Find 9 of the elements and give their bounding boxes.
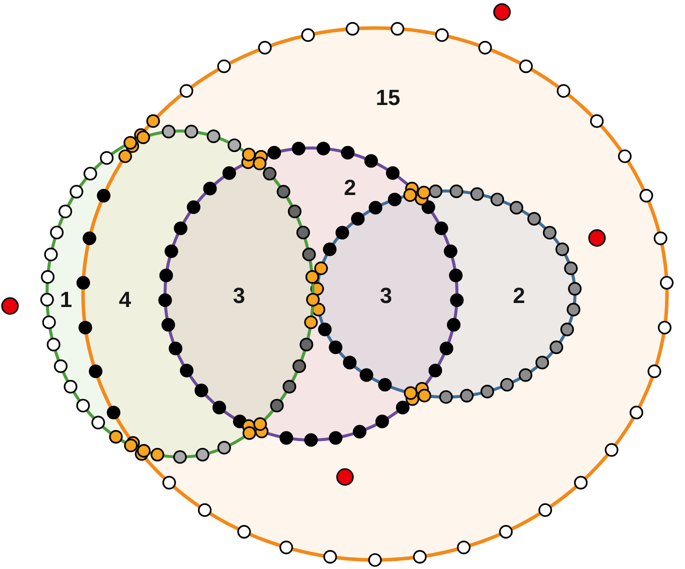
region-count: 3 <box>380 285 392 307</box>
region-count: 2 <box>512 285 526 307</box>
region-count: 15 <box>376 87 400 109</box>
set-ellipse <box>38 122 322 466</box>
set-ellipse <box>74 19 676 569</box>
region-count: 1 <box>60 289 72 311</box>
region-count: 4 <box>118 289 132 311</box>
region-count: 3 <box>232 285 246 307</box>
region-count: 2 <box>344 177 356 199</box>
